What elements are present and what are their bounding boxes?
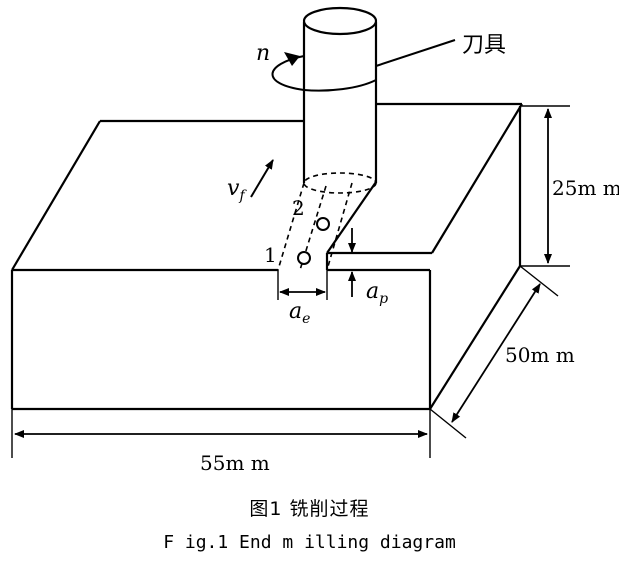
point-2-marker (316, 217, 330, 231)
depth-dimension-arrow (451, 283, 541, 423)
depth-ext-top (519, 265, 559, 297)
point-1-label: 1 (264, 243, 277, 267)
ae-subscript: e (302, 311, 310, 327)
block-top-right-edge (431, 103, 523, 254)
ap-subscript: p (379, 291, 388, 307)
block-top-left-edge (11, 120, 101, 271)
rotation-label: n (256, 41, 270, 66)
feed-subscript: f (238, 188, 247, 204)
feed-arrow (250, 159, 274, 198)
caption-english: F ig.1 End m illing diagram (163, 532, 456, 553)
length-dimension-label: 55m m (200, 451, 270, 475)
feed-symbol: v (227, 176, 240, 201)
depth-ext-bottom (429, 408, 467, 439)
ae-symbol: a (289, 299, 302, 324)
rotation-arrow (271, 52, 377, 92)
slot-dashed-right (326, 182, 353, 271)
tool-cylinder (302, 6, 378, 183)
ap-label: ap (366, 279, 388, 307)
feed-label: vf (227, 176, 247, 204)
ap-symbol: a (366, 279, 379, 304)
height-dimension-label: 25m m (552, 176, 619, 200)
tool-leader-line (375, 39, 456, 67)
point-1-marker (297, 251, 311, 265)
depth-dimension-label: 50m m (505, 343, 575, 367)
tool-tip-dashed-ellipse (303, 172, 377, 194)
tool-label: 刀具 (462, 33, 506, 58)
ae-label: ae (289, 299, 310, 327)
point-2-label: 2 (292, 196, 305, 220)
tool-top-ellipse (302, 6, 378, 36)
slot-wall-edge (326, 181, 377, 254)
slot-dashed-left (277, 182, 305, 271)
caption-chinese: 图1 铣削过程 (249, 498, 370, 520)
